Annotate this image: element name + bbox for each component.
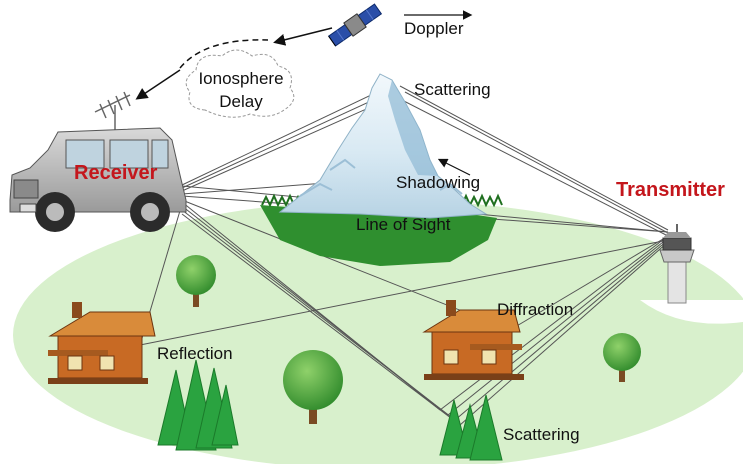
reflection-label: Reflection [157,345,233,362]
diffraction-label: Diffraction [497,301,573,318]
delay-label: Delay [186,93,296,110]
shadowing-label: Shadowing [396,174,480,191]
receiver-label: Receiver [74,163,157,183]
ionosphere-signal-arrow [138,70,180,98]
doppler-label: Doppler [404,20,464,37]
antenna-icon [95,92,130,130]
transmitter-label: Transmitter [616,180,725,200]
scattering-bottom-label: Scattering [503,426,580,443]
line-of-sight-label: Line of Sight [356,216,451,233]
satellite-signal-arrow [276,28,332,42]
ionosphere-label: Ionosphere [186,70,296,87]
satellite-icon [327,2,382,47]
scattering-top-label: Scattering [414,81,491,98]
